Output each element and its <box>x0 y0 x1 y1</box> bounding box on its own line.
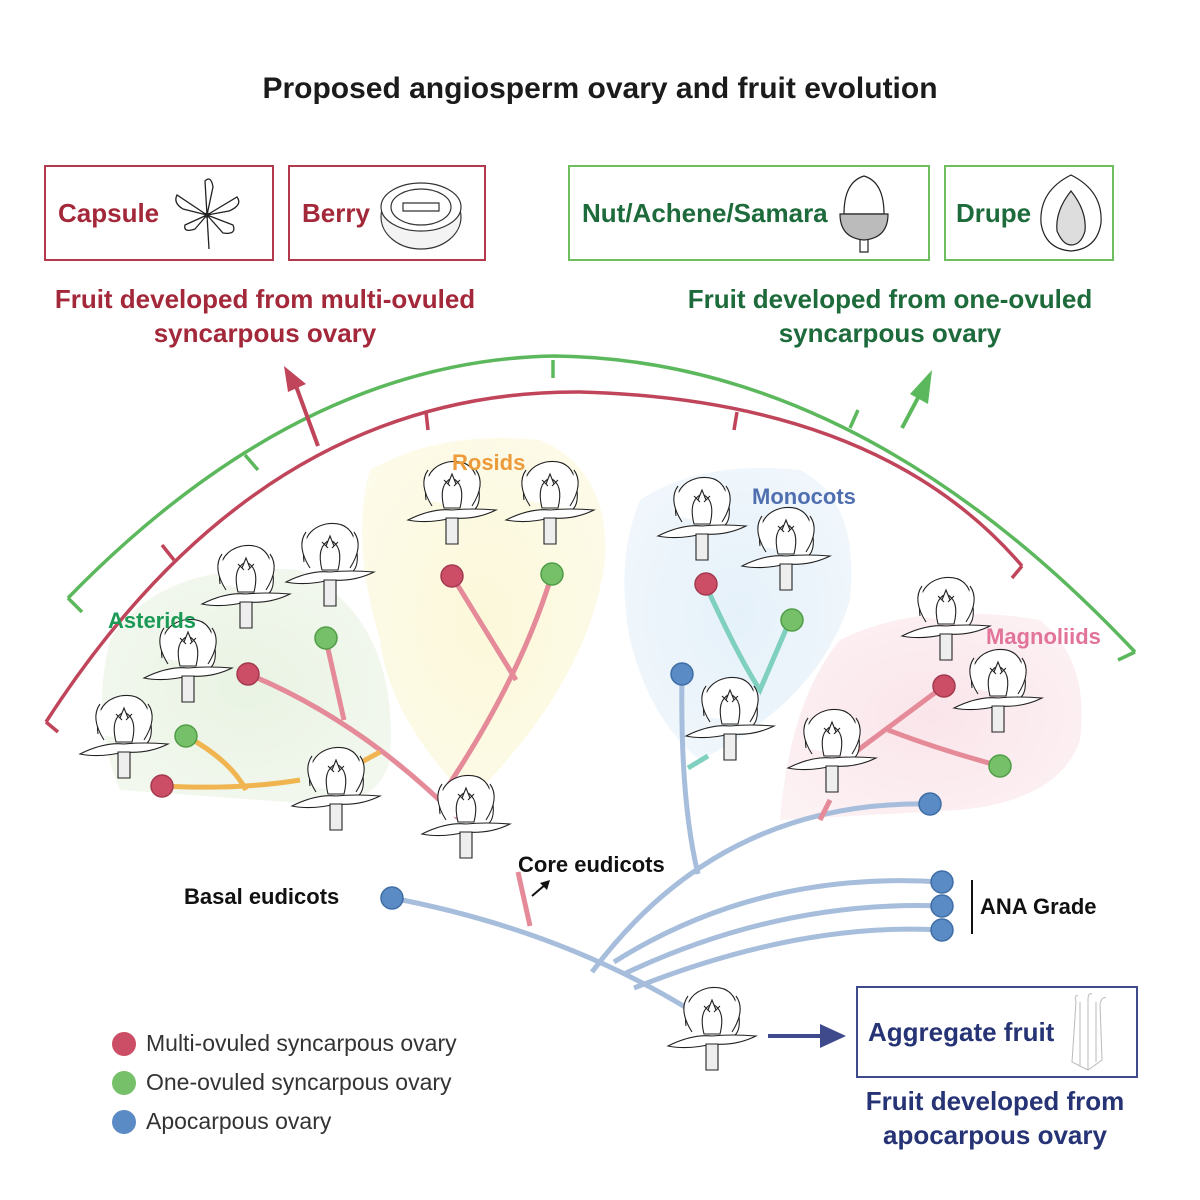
apo-caption-line-2: apocarpous ovary <box>883 1120 1107 1150</box>
one-ovuled-node <box>174 724 198 748</box>
nut-label: Nut/Achene/Samara <box>582 197 828 228</box>
apocarpous-node <box>918 792 942 816</box>
flower-icon <box>421 774 511 859</box>
rosids-label: Rosids <box>452 450 526 475</box>
multi-ovuled-node <box>440 564 464 588</box>
aggregate-fruit-label: Aggregate fruit <box>868 1016 1055 1047</box>
multi-caption-line-2: syncarpous ovary <box>153 318 377 348</box>
basal-eudicots-label: Basal eudicots <box>184 884 340 909</box>
apocarpous-caption: Fruit developed from apocarpous ovary <box>840 1084 1150 1152</box>
one-ovuled-arc <box>66 354 1137 662</box>
core-eudicots-label: Core eudicots <box>518 852 665 877</box>
acorn-icon <box>839 175 889 253</box>
multi-ovuled-branches <box>247 573 1001 927</box>
multi-ovuled-node <box>694 572 718 596</box>
capsule-icon <box>175 178 240 250</box>
one-ovuled-arrow <box>900 370 932 429</box>
magnoliids-label: Magnoliids <box>986 624 1101 649</box>
multi-caption-line-1: Fruit developed from multi-ovuled <box>54 284 476 314</box>
drupe-icon <box>1040 174 1102 252</box>
ovary-nodes <box>150 562 1012 942</box>
capsule-box: Capsule <box>44 165 274 261</box>
drupe-box: Drupe <box>944 165 1114 261</box>
multi-ovuled-arrow <box>284 366 320 447</box>
one-ovuled-node <box>540 562 564 586</box>
core-eudicots-arrow <box>531 880 550 897</box>
monocots-label: Monocots <box>752 484 856 509</box>
flower-icon <box>667 986 757 1071</box>
apo-caption-line-1: Fruit developed from <box>865 1086 1125 1116</box>
multi-ovuled-arc <box>44 390 1024 734</box>
aggregate-fruit-icon <box>1071 993 1107 1071</box>
aggregate-arrow <box>768 1024 846 1048</box>
legend-item-one-ovuled: One-ovuled syncarpous ovary <box>112 1069 452 1096</box>
asterids-label: Asterids <box>108 608 197 633</box>
one-ovuled-node <box>314 626 338 650</box>
monocot-branches <box>686 584 793 771</box>
one-ovuled-node <box>988 754 1012 778</box>
red-dot-icon <box>112 1031 136 1056</box>
berry-box: Berry <box>288 165 486 261</box>
one-ovuled-node <box>780 608 804 632</box>
berry-icon <box>380 182 462 250</box>
aggregate-fruit-box: Aggregate fruit <box>856 986 1138 1078</box>
apocarpous-node <box>930 894 954 918</box>
legend-label: One-ovuled syncarpous ovary <box>146 1069 452 1095</box>
one-caption-line-1: Fruit developed from one-ovuled <box>687 284 1093 314</box>
one-ovuled-caption: Fruit developed from one-ovuled syncarpo… <box>630 282 1150 350</box>
multi-ovuled-node <box>932 674 956 698</box>
legend-item-multi-ovuled: Multi-ovuled syncarpous ovary <box>112 1030 457 1057</box>
apocarpous-node <box>930 918 954 942</box>
legend-item-apocarpous: Apocarpous ovary <box>112 1108 331 1135</box>
apocarpous-branches <box>391 675 943 1013</box>
green-dot-icon <box>112 1070 136 1095</box>
page-title: Proposed angiosperm ovary and fruit evol… <box>262 72 938 105</box>
legend-label: Multi-ovuled syncarpous ovary <box>146 1030 457 1056</box>
multi-ovuled-caption: Fruit developed from multi-ovuled syncar… <box>10 282 520 350</box>
blue-dot-icon <box>112 1109 136 1134</box>
multi-ovuled-node <box>236 662 260 686</box>
capsule-label: Capsule <box>58 197 160 228</box>
multi-ovuled-node <box>150 774 174 798</box>
apocarpous-node <box>930 870 954 894</box>
berry-label: Berry <box>302 197 370 228</box>
legend-label: Apocarpous ovary <box>146 1108 332 1134</box>
apocarpous-node <box>670 662 694 686</box>
ana-grade-label: ANA Grade <box>980 894 1097 919</box>
apocarpous-node <box>380 886 404 910</box>
one-caption-line-2: syncarpous ovary <box>778 318 1002 348</box>
nut-box: Nut/Achene/Samara <box>568 165 930 261</box>
drupe-label: Drupe <box>956 197 1032 228</box>
